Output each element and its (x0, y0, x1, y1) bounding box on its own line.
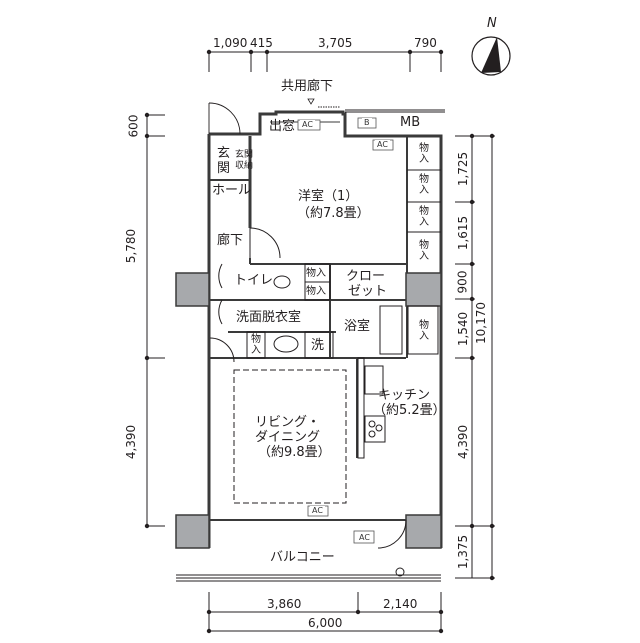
western-room-label: 洋室（1） (298, 189, 359, 204)
dim-left-2: 5,780 (124, 228, 139, 264)
genkan-label-1: 玄 (217, 146, 231, 161)
ac-tag-bay: AC (300, 120, 315, 129)
ac-tag-room1: AC (375, 140, 390, 149)
mb-label: MB (400, 115, 421, 130)
kitchen-size: （約5.2畳） (373, 403, 446, 418)
compass-north-label: N (487, 16, 497, 31)
storage-1c: 物入 (419, 206, 429, 228)
dressing-room-label: 洗面脱衣室 (236, 310, 302, 325)
b-tag: B (362, 118, 372, 127)
dim-bottom-2: 2,140 (383, 597, 418, 611)
ac-tag-ld: AC (310, 506, 325, 515)
dim-bottom-1: 3,860 (267, 597, 302, 611)
washer-label: 洗 (311, 338, 325, 353)
bay-window-label: 出窓 (269, 119, 296, 134)
dim-right-6: 1,375 (456, 534, 471, 570)
storage-1a: 物入 (419, 143, 429, 165)
dim-right-2: 1,615 (456, 215, 471, 251)
genkan-storage-label-1: 玄関 (235, 150, 254, 160)
corridor-label: 廊下 (217, 233, 244, 248)
dim-right-5: 4,390 (456, 424, 471, 460)
genkan-label-2: 関 (217, 161, 231, 176)
toilet-label: トイレ (234, 273, 274, 288)
north-arrow-icon (471, 36, 511, 76)
genkan-storage-label-2: 収納 (235, 161, 254, 171)
dim-bottom-total: 6,000 (308, 616, 343, 630)
bathroom-label: 浴室 (344, 319, 371, 334)
closet-label-2: ゼット (348, 284, 388, 299)
dim-top-1: 1,090 (213, 36, 248, 50)
dim-right-4: 1,540 (456, 311, 471, 347)
ld-label-1: リビング・ (255, 415, 321, 430)
dim-top-4: 790 (414, 36, 437, 50)
balcony-label: バルコニー (270, 550, 335, 565)
ld-size: （約9.8畳） (258, 445, 331, 460)
common-corridor-label: 共用廊下 (281, 79, 334, 94)
dim-top-2: 415 (250, 36, 273, 50)
storage-1b: 物入 (419, 174, 429, 196)
closet-label-1: クロー (346, 269, 386, 284)
storage-toilet-1: 物入 (306, 268, 326, 279)
ac-tag-balcony: AC (357, 533, 372, 542)
dim-right-3: 900 (455, 270, 470, 294)
kitchen-label: キッチン (378, 388, 431, 403)
storage-toilet-2: 物入 (306, 286, 326, 297)
hall-label: ホール (212, 183, 252, 198)
dim-top-3: 3,705 (318, 36, 353, 50)
ld-label-2: ダイニング (255, 430, 321, 445)
dim-right-1: 1,725 (456, 151, 471, 187)
dim-right-total: 10,170 (474, 302, 488, 344)
dim-left-3: 4,390 (124, 424, 139, 460)
dim-left-1: 600 (126, 114, 141, 138)
western-room-size: （約7.8畳） (297, 206, 370, 221)
storage-1d: 物入 (419, 240, 429, 262)
storage-dressing: 物入 (251, 334, 261, 356)
storage-bath-side: 物入 (419, 320, 429, 342)
